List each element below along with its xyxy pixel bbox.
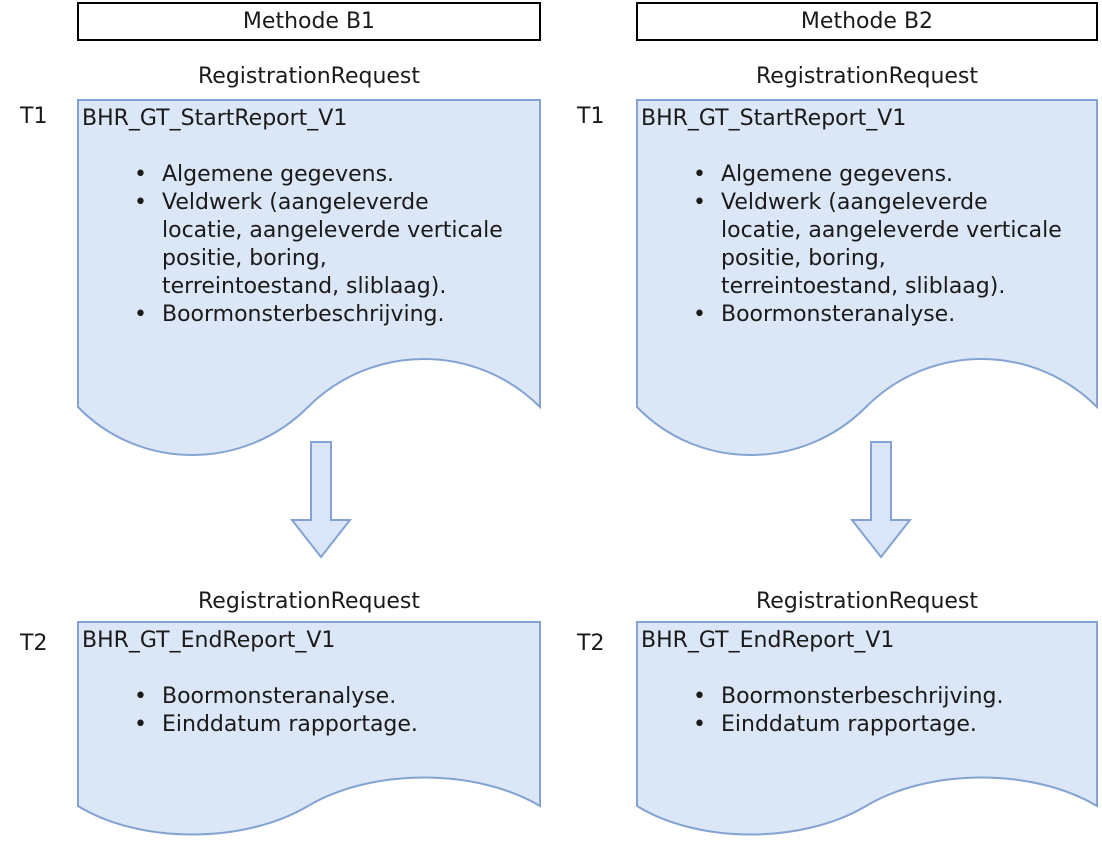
- document-shape-b1-endreport: BHR_GT_EndReport_V1 Boormonsteranalyse. …: [77, 621, 541, 836]
- bullet-list-b1-endreport: Boormonsteranalyse. Einddatum rapportage…: [77, 683, 541, 739]
- document-shape-b1-startreport: BHR_GT_StartReport_V1 Algemene gegevens.…: [77, 99, 541, 456]
- registration-request-label-b1-t1: RegistrationRequest: [197, 64, 421, 89]
- registration-request-label-b1-t2: RegistrationRequest: [197, 589, 421, 614]
- methode-b1-header-box: Methode B1: [77, 2, 541, 41]
- t1-label-b1: T1: [20, 104, 48, 129]
- registration-request-label-b2-t1: RegistrationRequest: [755, 64, 979, 89]
- bullet-item: Veldwerk (aangeleverde locatie, aangelev…: [134, 189, 530, 301]
- bullet-item: Algemene gegevens.: [693, 161, 1089, 189]
- t1-label-b2: T1: [577, 104, 605, 129]
- registration-request-label-b2-t2: RegistrationRequest: [755, 589, 979, 614]
- bullet-item: Boormonsterbeschrijving.: [134, 301, 530, 329]
- bullet-item: Boormonsteranalyse.: [134, 683, 530, 711]
- methode-b2-header-box: Methode B2: [636, 2, 1098, 41]
- methode-b2-header-label: Methode B2: [800, 9, 934, 34]
- t2-label-b1: T2: [20, 631, 48, 656]
- methode-b1-header-label: Methode B1: [242, 9, 376, 34]
- doc-title-b1-startreport: BHR_GT_StartReport_V1: [82, 106, 348, 131]
- bullet-item: Einddatum rapportage.: [134, 711, 530, 739]
- bullet-item: Boormonsteranalyse.: [693, 301, 1089, 329]
- bullet-item: Veldwerk (aangeleverde locatie, aangelev…: [693, 189, 1089, 301]
- doc-title-b1-endreport: BHR_GT_EndReport_V1: [82, 628, 336, 653]
- down-arrow-icon: [849, 441, 913, 559]
- document-shape-b2-startreport: BHR_GT_StartReport_V1 Algemene gegevens.…: [636, 99, 1098, 456]
- t2-label-b2: T2: [577, 631, 605, 656]
- bullet-list-b2-startreport: Algemene gegevens. Veldwerk (aangeleverd…: [636, 161, 1098, 329]
- doc-title-b2-startreport: BHR_GT_StartReport_V1: [641, 106, 907, 131]
- document-shape-b2-endreport: BHR_GT_EndReport_V1 Boormonsterbeschrijv…: [636, 621, 1098, 836]
- bullet-list-b1-startreport: Algemene gegevens. Veldwerk (aangeleverd…: [77, 161, 541, 329]
- bullet-list-b2-endreport: Boormonsterbeschrijving. Einddatum rappo…: [636, 683, 1098, 739]
- bullet-item: Boormonsterbeschrijving.: [693, 683, 1089, 711]
- bullet-item: Einddatum rapportage.: [693, 711, 1089, 739]
- down-arrow-icon: [289, 441, 353, 559]
- doc-title-b2-endreport: BHR_GT_EndReport_V1: [641, 628, 895, 653]
- bullet-item: Algemene gegevens.: [134, 161, 530, 189]
